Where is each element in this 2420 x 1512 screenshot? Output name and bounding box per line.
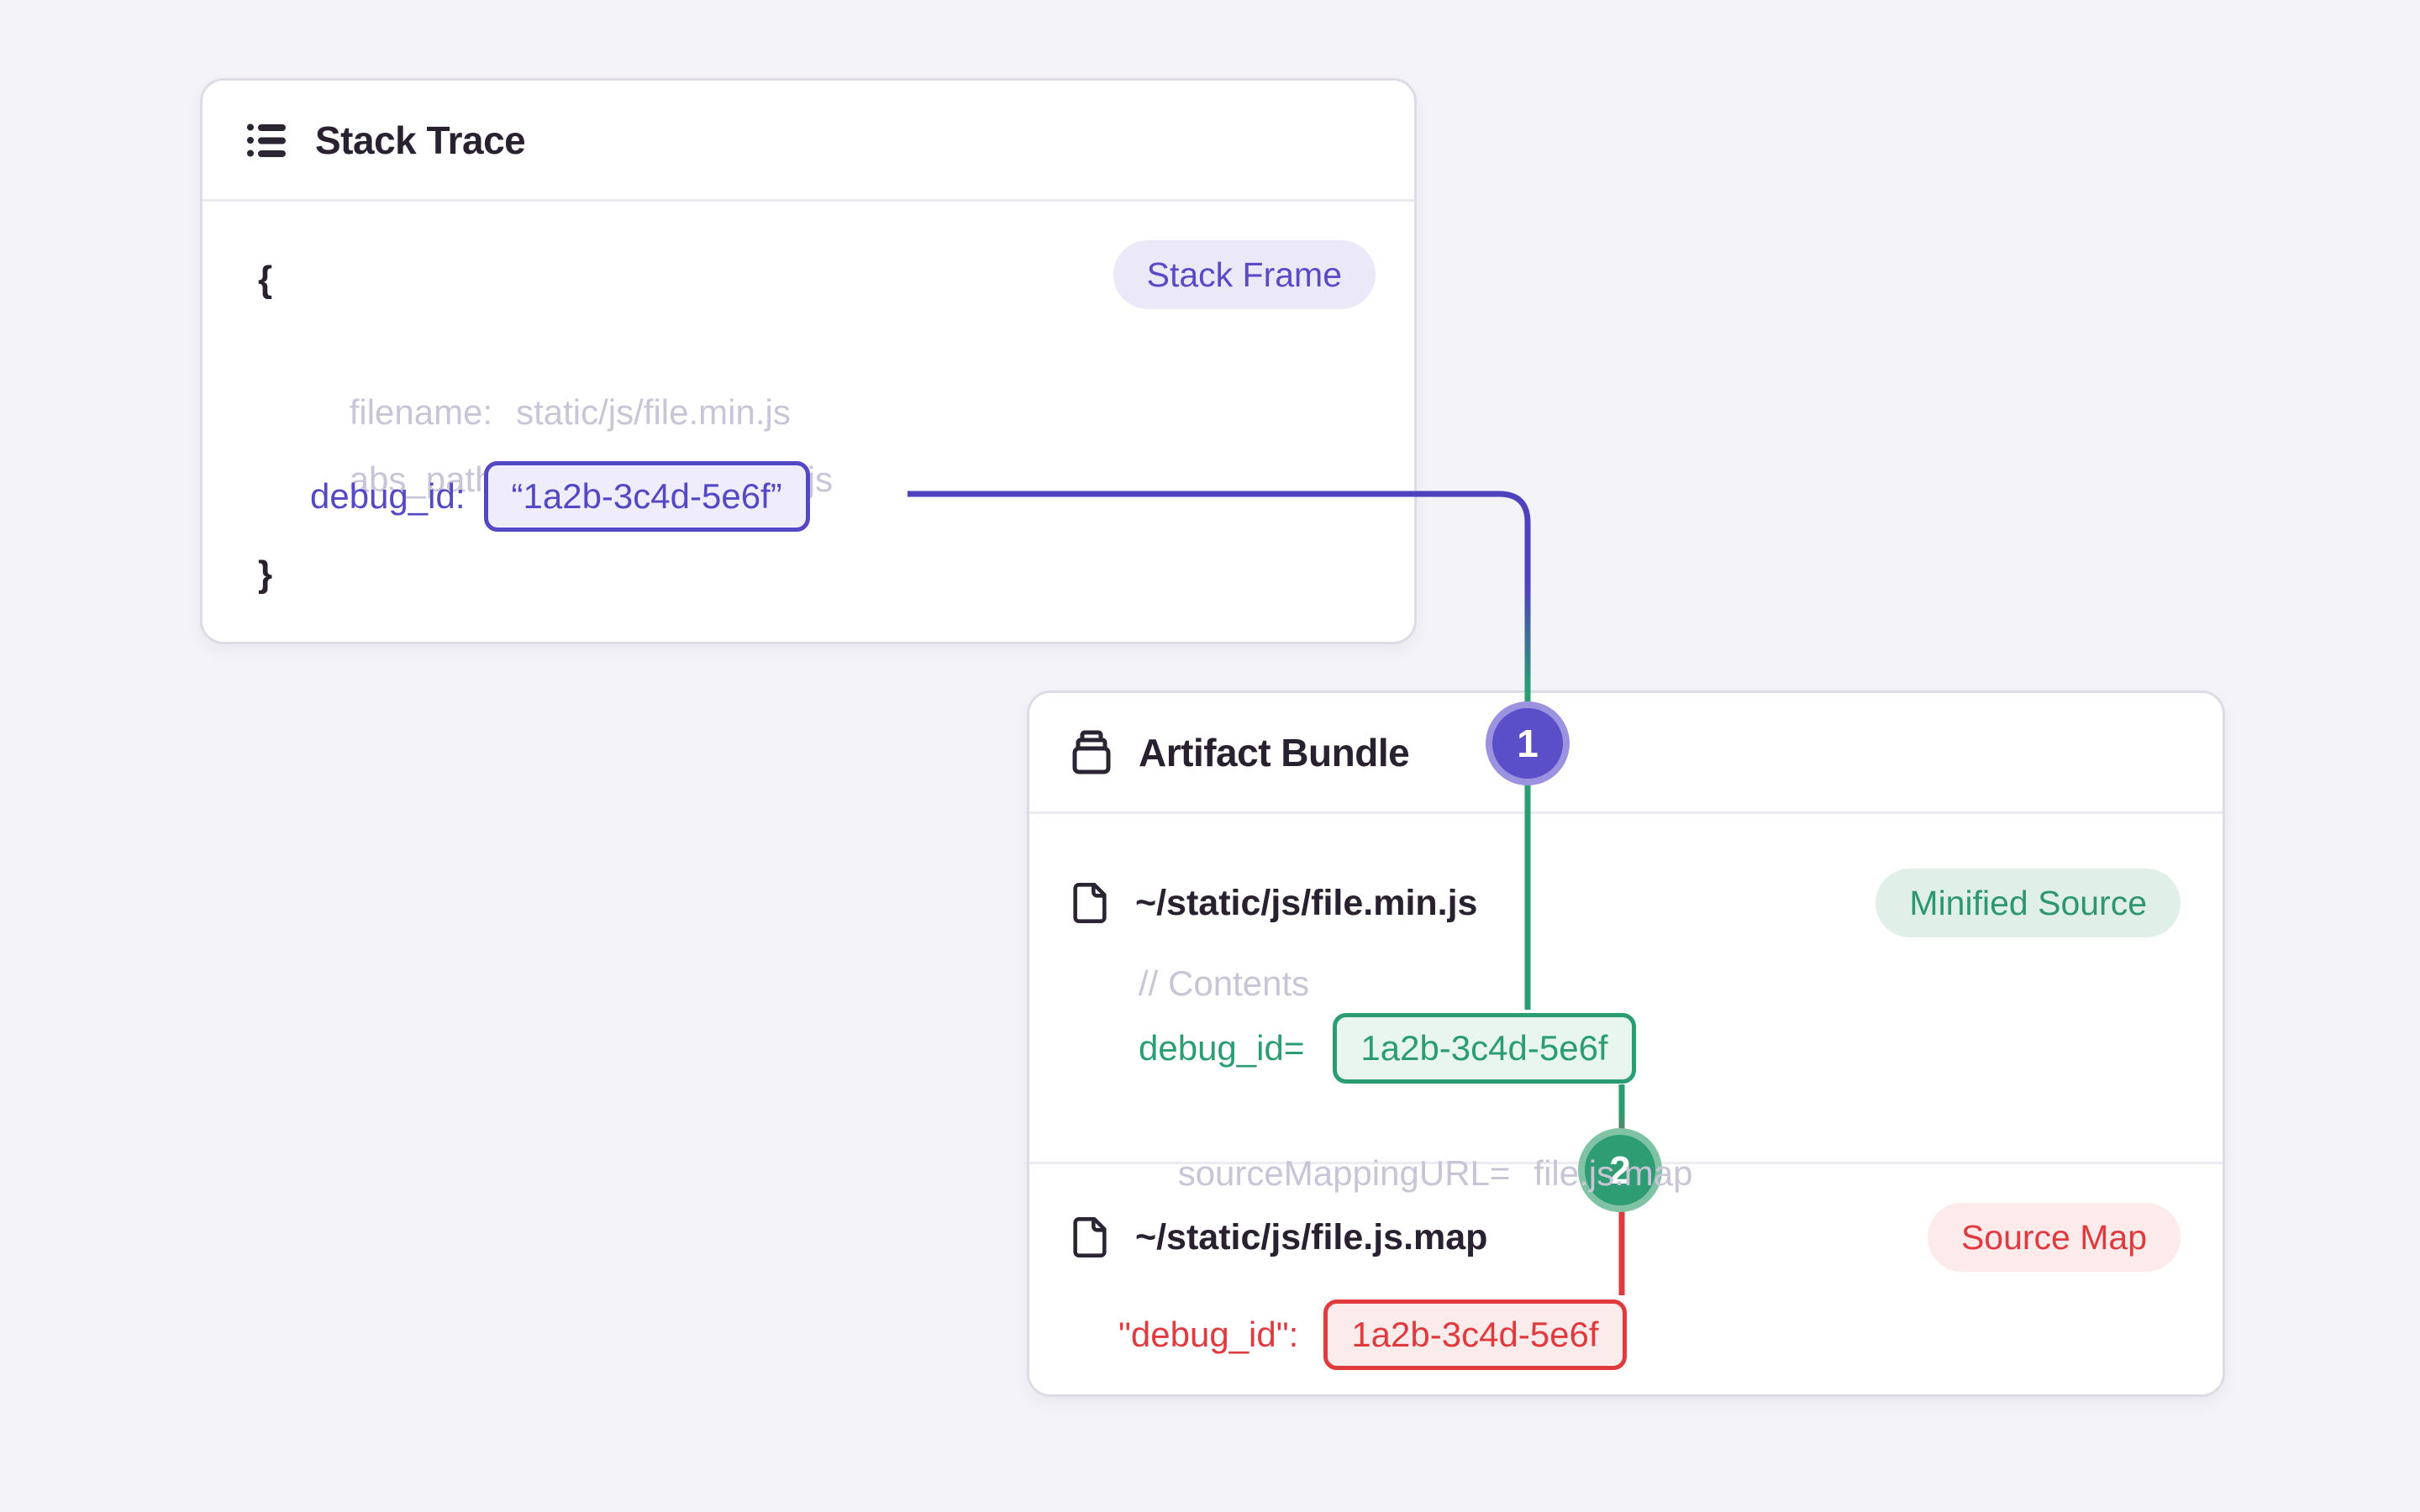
artifact-bundle-header: Artifact Bundle — [1029, 693, 2223, 814]
source-mapping-value: file.js.map — [1534, 1153, 1693, 1193]
marker-1: 1 — [1492, 708, 1563, 779]
stack-trace-card: Stack Trace Stack Frame { filename: stati… — [200, 78, 1417, 644]
bundle-debug-id-value-box: 1a2b-3c4d-5e6f — [1333, 1013, 1636, 1084]
source-mapping-label: sourceMappingURL= — [1177, 1153, 1511, 1193]
debug-id-line: debug_id: “1a2b-3c4d-5e6f” — [310, 461, 810, 532]
filename-value: static/js/file.min.js — [516, 392, 791, 432]
debug-id-value-box: “1a2b-3c4d-5e6f” — [483, 461, 810, 532]
abs-path-label: abs_path: — [349, 459, 505, 499]
minified-source-badge: Minified Source — [1876, 869, 2181, 937]
stack-trace-title: Stack Trace — [315, 118, 526, 162]
minified-file-path: ~/static/js/file.min.js — [1135, 882, 1478, 923]
sourcemap-file-row: ~/static/js/file.js.map — [1068, 1202, 1487, 1273]
source-mapping-line: sourceMappingURL= file.js.map — [1139, 1098, 1693, 1249]
brace-open: { — [258, 259, 273, 300]
stack-frame-badge: Stack Frame — [1113, 240, 1376, 309]
artifact-bundle-title: Artifact Bundle — [1139, 730, 1410, 774]
bundle-icon — [1072, 730, 1111, 774]
bundle-debug-id-label: debug_id= — [1139, 1028, 1305, 1068]
map-debug-id-label: "debug_id": — [1118, 1315, 1299, 1354]
sourcemap-file-path: ~/static/js/file.js.map — [1135, 1216, 1488, 1257]
bundle-debug-id-line: debug_id= 1a2b-3c4d-5e6f — [1139, 1013, 1636, 1084]
file-icon — [1073, 883, 1107, 923]
debug-id-label: debug_id: — [310, 476, 466, 516]
contents-comment: // Contents — [1139, 963, 1310, 1003]
minified-file-row: ~/static/js/file.min.js — [1068, 868, 1477, 938]
filename-line: filename: static/js/file.min.js — [310, 337, 791, 488]
brace-close: } — [258, 554, 273, 595]
artifact-bundle-card: Artifact Bundle ~/static/js/file.min.js … — [1027, 690, 2225, 1397]
source-map-badge: Source Map — [1927, 1203, 2181, 1272]
map-debug-id-value-box: 1a2b-3c4d-5e6f — [1323, 1299, 1627, 1370]
file-icon — [1073, 1217, 1107, 1257]
list-icon — [247, 123, 286, 157]
stack-trace-header: Stack Trace — [203, 81, 1414, 202]
filename-label: filename: — [349, 392, 493, 432]
map-debug-id-line: "debug_id": 1a2b-3c4d-5e6f — [1118, 1299, 1627, 1371]
